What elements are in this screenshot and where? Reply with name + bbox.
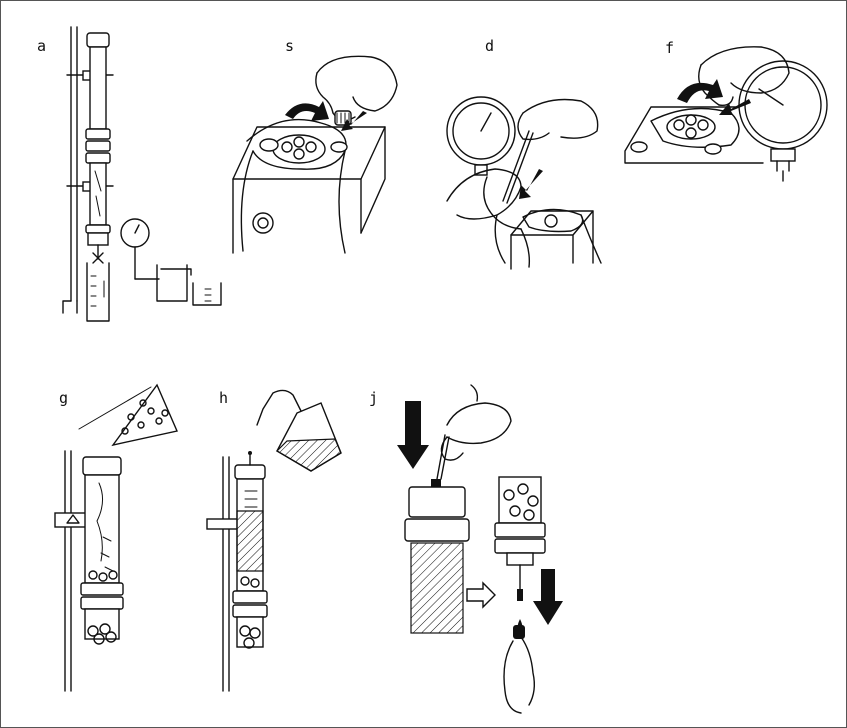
- pressure-gauge: [447, 97, 515, 175]
- column-adapter: [405, 479, 469, 633]
- down-arrow-icon: [533, 569, 563, 625]
- wash-bottle: [257, 390, 341, 471]
- panel-a: a: [37, 27, 221, 321]
- rotor: [273, 135, 325, 163]
- column: [233, 451, 267, 648]
- panel-g: g: [55, 385, 177, 691]
- pump-unit: [233, 120, 385, 253]
- rotor: [667, 115, 715, 139]
- column: [81, 457, 123, 644]
- panel-label-h: h: [219, 389, 228, 407]
- panel-d: d: [447, 37, 601, 269]
- hand: [504, 625, 534, 713]
- funnel-with-beads: [79, 385, 177, 445]
- panel-label-j: j: [369, 389, 378, 407]
- panel-label-a: a: [37, 37, 46, 55]
- panel-f: f: [625, 39, 827, 181]
- hand: [316, 56, 397, 125]
- column: [495, 477, 545, 633]
- panel-h: h: [207, 389, 341, 691]
- hand: [441, 385, 511, 460]
- panel-label-s: s: [285, 37, 294, 55]
- panel-label-f: f: [665, 39, 674, 57]
- column: [86, 33, 110, 263]
- graduated-cylinder: [87, 263, 109, 321]
- reservoir: [157, 265, 221, 305]
- rotate-arrow-icon: [285, 101, 329, 121]
- pressure-gauge: [121, 219, 159, 279]
- panel-label-d: d: [485, 37, 494, 55]
- right-arrow-icon: [467, 583, 495, 607]
- panel-j: j: [369, 385, 563, 713]
- pump-unit: [495, 209, 601, 269]
- down-arrow-icon: [397, 401, 429, 469]
- push-arrow-icon: [519, 169, 543, 199]
- panel-label-g: g: [59, 389, 68, 407]
- panel-s: s: [233, 37, 397, 253]
